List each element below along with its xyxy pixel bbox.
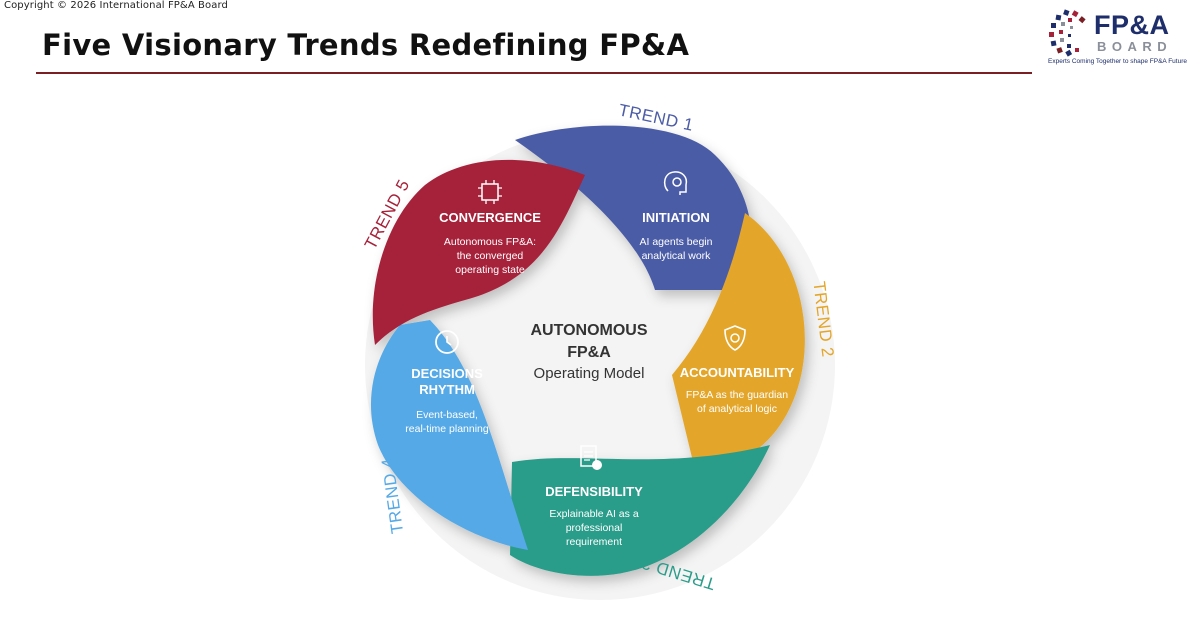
- trend-4-title: RHYTHM: [419, 382, 475, 397]
- trend-4-description: real-time planning: [405, 423, 489, 435]
- trend-2-segment: [672, 213, 805, 470]
- trend-3-segment: [510, 445, 770, 576]
- trend-3-title: DEFENSIBILITY: [545, 484, 643, 499]
- title-underline: [36, 72, 1032, 74]
- stopwatch-icon: [435, 330, 459, 354]
- trend-3-description: requirement: [566, 536, 622, 548]
- trend-1-description: AI agents begin: [640, 236, 713, 248]
- logo-name: FP&A: [1094, 10, 1170, 40]
- center-line-1: AUTONOMOUS: [530, 322, 647, 339]
- document-check-icon: [580, 445, 602, 470]
- trend-2-description: FP&A as the guardian: [686, 389, 788, 401]
- trend-1-segment: [515, 125, 752, 290]
- trend-1-description: analytical work: [642, 250, 712, 262]
- brain-gear-icon: [663, 171, 688, 195]
- trend-5-title: CONVERGENCE: [439, 210, 541, 225]
- trend-4-title: DECISIONS: [411, 366, 483, 381]
- shield-check-icon: [724, 325, 746, 351]
- trend-1-title: INITIATION: [642, 210, 710, 225]
- center-label: AUTONOMOUS FP&A Operating Model: [530, 322, 647, 382]
- center-line-2: FP&A: [567, 344, 611, 361]
- trend-4-description: Event-based,: [416, 409, 478, 421]
- trend-5-description: the converged: [457, 250, 524, 262]
- logo-tagline: Experts Coming Together to shape FP&A Fu…: [1048, 58, 1187, 65]
- trend-2-title: ACCOUNTABILITY: [680, 365, 795, 380]
- trend-5-segment: [372, 159, 585, 345]
- trend-3-description: professional: [566, 522, 623, 534]
- trend-5-description: operating state: [455, 264, 525, 276]
- center-line-3: Operating Model: [534, 365, 645, 382]
- trend-4-segment: [370, 320, 528, 550]
- page-title: Five Visionary Trends Redefining FP&A: [42, 28, 690, 62]
- logo-mark-icon: [1049, 9, 1086, 57]
- logo-board: BOARD: [1097, 39, 1173, 54]
- trend-5-description: Autonomous FP&A:: [444, 236, 536, 248]
- trend-2-description: of analytical logic: [697, 403, 777, 415]
- fpa-board-logo: FP&A BOARD Experts Coming Together to sh…: [1046, 8, 1196, 70]
- ai-chip-icon: [478, 180, 502, 204]
- copyright-text: Copyright © 2026 International FP&A Boar…: [4, 0, 228, 11]
- trend-3-description: Explainable AI as a: [549, 508, 638, 520]
